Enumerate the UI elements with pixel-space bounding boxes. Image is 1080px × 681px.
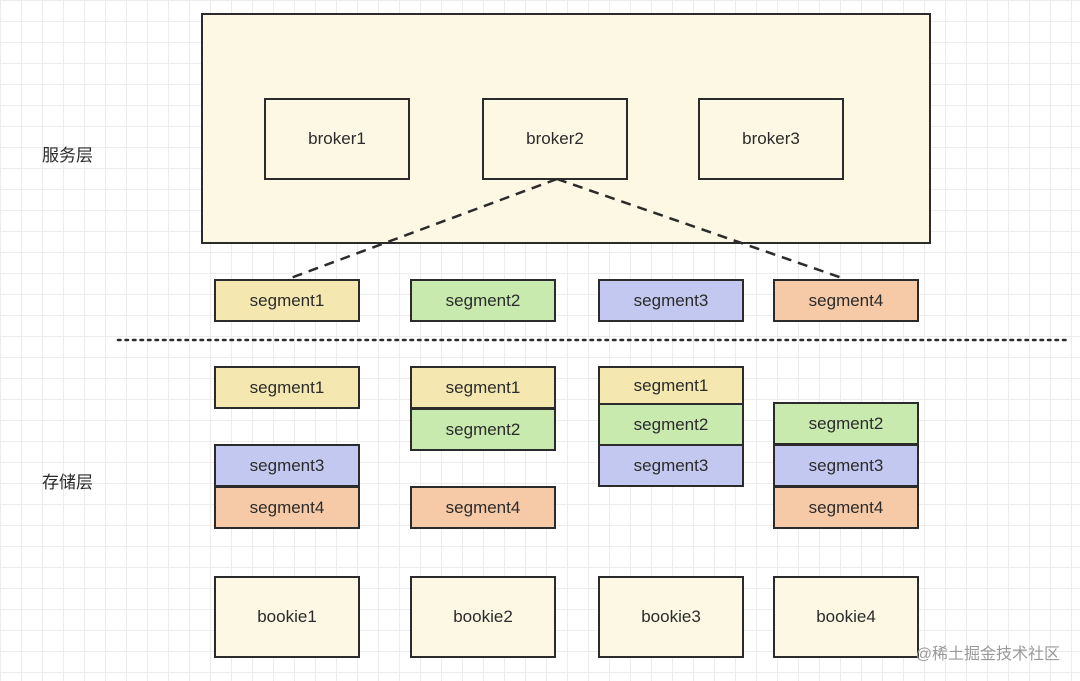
bookie4-segment4: segment4 xyxy=(773,486,919,529)
bookie1-segment1: segment1 xyxy=(214,366,360,409)
bookie3-segment3: segment3 xyxy=(598,444,744,487)
bookie4-segment3: segment3 xyxy=(773,444,919,487)
service-segment1: segment1 xyxy=(214,279,360,322)
broker1-node: broker1 xyxy=(264,98,410,180)
dashed-connector-right xyxy=(556,177,846,281)
bookie3-segment1: segment1 xyxy=(598,366,744,405)
bookie4-node: bookie4 xyxy=(773,576,919,658)
bookie1-segment3: segment3 xyxy=(214,444,360,487)
bookie1-node: bookie1 xyxy=(214,576,360,658)
watermark: @稀土掘金技术社区 xyxy=(915,646,1060,663)
bookie3-node: bookie3 xyxy=(598,576,744,658)
service-segment2: segment2 xyxy=(410,279,556,322)
service-layer-label: 服务层 xyxy=(42,146,93,165)
bookie2-segment1: segment1 xyxy=(410,366,556,409)
bookie2-node: bookie2 xyxy=(410,576,556,658)
storage-layer-label: 存储层 xyxy=(42,473,93,492)
broker3-node: broker3 xyxy=(698,98,844,180)
service-segment3: segment3 xyxy=(598,279,744,322)
bookie3-segment2: segment2 xyxy=(598,403,744,446)
bookie1-segment4: segment4 xyxy=(214,486,360,529)
dashed-connector-left xyxy=(287,177,558,281)
bookie2-segment4: segment4 xyxy=(410,486,556,529)
service-segment4: segment4 xyxy=(773,279,919,322)
bookie4-segment2: segment2 xyxy=(773,402,919,445)
bookie2-segment2: segment2 xyxy=(410,408,556,451)
